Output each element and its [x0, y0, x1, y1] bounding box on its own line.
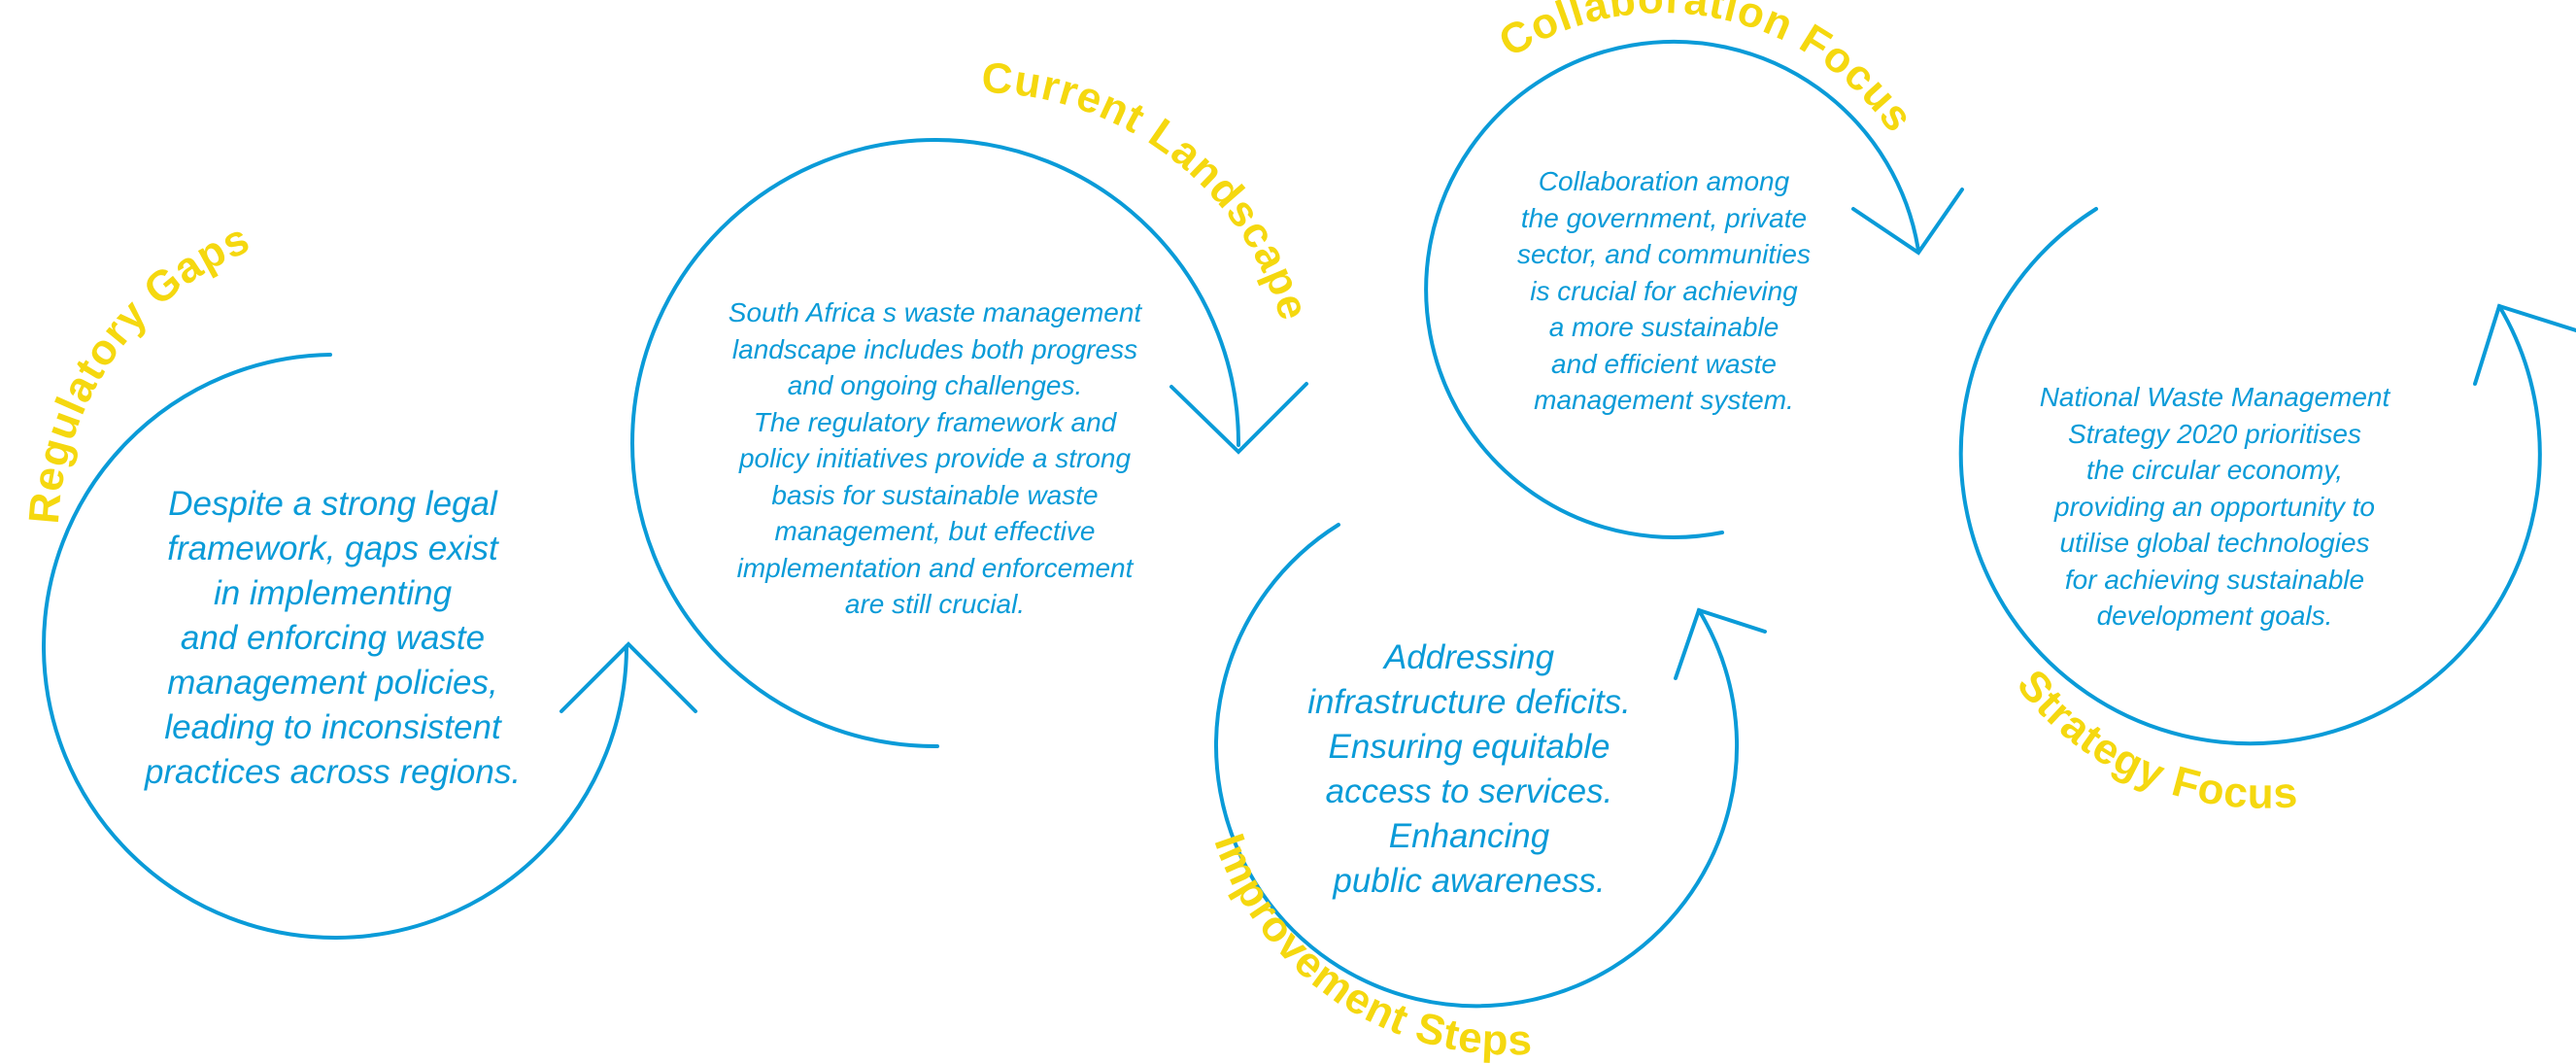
stage-2-cycle-arc	[630, 138, 1241, 749]
stage-3-arrowhead	[1674, 607, 1767, 680]
stage-5-arrowhead	[2473, 303, 2576, 386]
stage-5-heading: Strategy Focus	[2008, 661, 2300, 818]
stage-1-heading: Regulatory Gaps	[20, 215, 257, 526]
stage-2-heading: Current Landscape	[980, 54, 1317, 326]
stage-1-description: Despite a strong legal framework, gaps e…	[144, 485, 522, 791]
stage-5-description: National Waste Management Strategy 2020 …	[2039, 382, 2390, 631]
stage-1-arrowhead	[559, 641, 697, 713]
stage-3-cycle-arc	[1214, 523, 1740, 1009]
stage-2-arrowhead	[1169, 382, 1308, 455]
stage-2-description: South Africa s waste management landscap…	[728, 297, 1142, 619]
stage-4-description: Collaboration among the government, priv…	[1517, 166, 1811, 415]
stage-3-description: Addressing infrastructure deficits. Ensu…	[1307, 638, 1631, 900]
stage-1-cycle-arc	[42, 353, 628, 940]
stage-4-cycle-arc	[1424, 39, 1920, 539]
stage-5-cycle-arc	[1958, 207, 2542, 746]
stage-4-arrowhead	[1851, 188, 1964, 256]
